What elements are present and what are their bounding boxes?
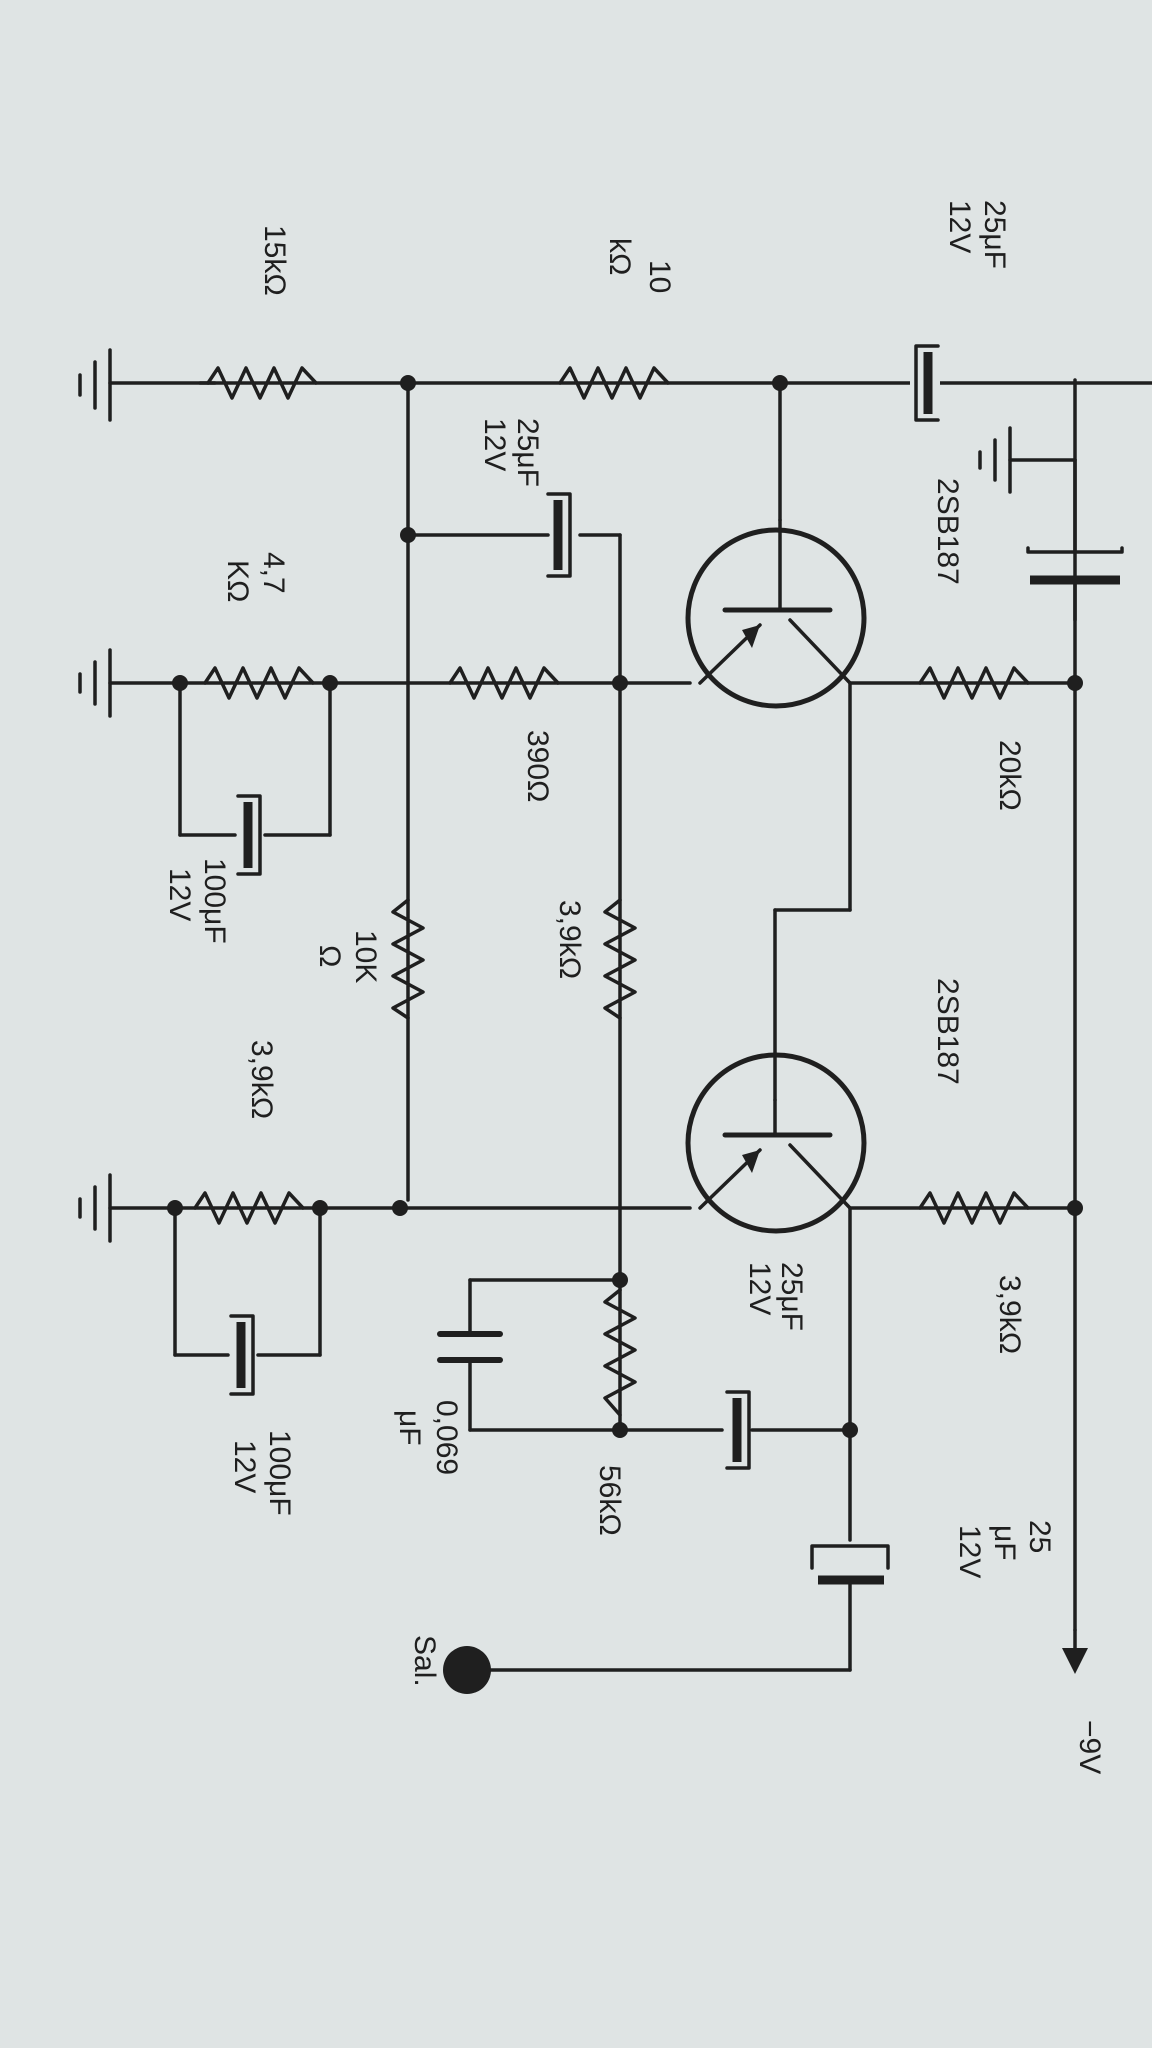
capacitor-25uf-mid bbox=[546, 492, 572, 578]
label-r-10k-unit: kΩ bbox=[603, 238, 636, 275]
capacitor-25uf-top bbox=[910, 344, 940, 422]
resistor-15k bbox=[198, 366, 318, 400]
ground-icon bbox=[78, 1173, 112, 1243]
junction-dot bbox=[167, 1200, 183, 1216]
capacitor-100uf-b bbox=[229, 1314, 255, 1396]
ground-icon bbox=[78, 348, 112, 422]
resistor-3k9-bottom bbox=[193, 1191, 305, 1225]
label-r-39k-a: 3,9kΩ bbox=[553, 900, 586, 979]
transistor-q1 bbox=[685, 518, 867, 709]
label-c-25c-voltage: 12V bbox=[953, 1525, 986, 1578]
capacitor-top-right bbox=[1026, 546, 1124, 585]
label-c-25c-value: 25 bbox=[1023, 1520, 1056, 1553]
junction-dot bbox=[772, 375, 788, 391]
label-r-10k2-value: 10K bbox=[349, 930, 382, 983]
label-r-47-unit: KΩ bbox=[221, 560, 254, 602]
label-c-top-voltage: 12V bbox=[943, 200, 976, 253]
junction-dot bbox=[612, 1422, 628, 1438]
label-r-390: 390Ω bbox=[521, 730, 554, 802]
label-r-10k-value: 10 bbox=[643, 260, 676, 293]
junction-dot bbox=[400, 375, 416, 391]
resistor-10k-vertical bbox=[391, 898, 425, 1020]
resistor-390 bbox=[448, 666, 560, 700]
junction-dot bbox=[1067, 675, 1083, 691]
junction-dot bbox=[842, 1422, 858, 1438]
label-c-mid-value: 25μF bbox=[511, 418, 544, 487]
label-r-10k2-unit: Ω bbox=[313, 945, 346, 967]
junction-dot bbox=[392, 1200, 408, 1216]
label-c-25b-value: 25μF bbox=[775, 1262, 808, 1331]
junctions bbox=[167, 375, 1083, 1438]
label-r-56k: 56kΩ bbox=[593, 1465, 626, 1536]
junction-dot bbox=[1067, 1200, 1083, 1216]
resistor-10k bbox=[558, 366, 670, 400]
label-c-top-value: 25μF bbox=[978, 200, 1011, 269]
label-r-39k-b: 3,9kΩ bbox=[245, 1040, 278, 1119]
output-terminal bbox=[443, 1646, 491, 1694]
label-output: Sal. bbox=[408, 1635, 441, 1687]
label-q1: 2SB187 bbox=[931, 478, 964, 585]
label-c-100b-voltage: 12V bbox=[228, 1440, 261, 1493]
resistor-3k9-right bbox=[918, 1191, 1030, 1225]
label-c-25c-unit: μF bbox=[988, 1525, 1021, 1561]
ground-icon bbox=[978, 426, 1012, 494]
label-r-15k: 15kΩ bbox=[258, 225, 291, 296]
capacitor-25uf-output bbox=[810, 1544, 890, 1585]
ground-icon bbox=[78, 648, 112, 718]
junction-dot bbox=[400, 527, 416, 543]
junction-dot bbox=[612, 675, 628, 691]
junction-dot bbox=[322, 675, 338, 691]
resistor-4k7 bbox=[203, 666, 315, 700]
label-q2: 2SB187 bbox=[931, 978, 964, 1085]
label-r-20k: 20kΩ bbox=[993, 740, 1026, 811]
wires bbox=[108, 378, 1152, 1672]
resistor-20k bbox=[918, 666, 1030, 700]
junction-dot bbox=[312, 1200, 328, 1216]
junction-dot bbox=[612, 1272, 628, 1288]
label-c-0069-unit: μF bbox=[393, 1410, 426, 1446]
junction-dot bbox=[172, 675, 188, 691]
label-c-mid-voltage: 12V bbox=[478, 418, 511, 471]
label-c-100b-value: 100μF bbox=[263, 1430, 296, 1516]
transistor-q2 bbox=[685, 1052, 867, 1234]
label-supply: −9V bbox=[1073, 1720, 1106, 1774]
capacitor-0069uf bbox=[437, 1331, 503, 1363]
label-r-47-value: 4,7 bbox=[257, 552, 290, 594]
resistor-56k bbox=[603, 1288, 637, 1417]
resistor-3k9-vertical bbox=[603, 898, 637, 1020]
supply-arrow-icon bbox=[1062, 1628, 1088, 1674]
label-c-0069-value: 0,069 bbox=[430, 1400, 463, 1475]
label-c-100a-voltage: 12V bbox=[163, 868, 196, 921]
label-r-39k-c: 3,9kΩ bbox=[993, 1275, 1026, 1354]
label-c-100a-value: 100μF bbox=[198, 858, 231, 944]
capacitor-100uf-a bbox=[236, 794, 262, 876]
capacitor-25uf-b bbox=[725, 1390, 751, 1470]
label-c-25b-voltage: 12V bbox=[743, 1262, 776, 1315]
